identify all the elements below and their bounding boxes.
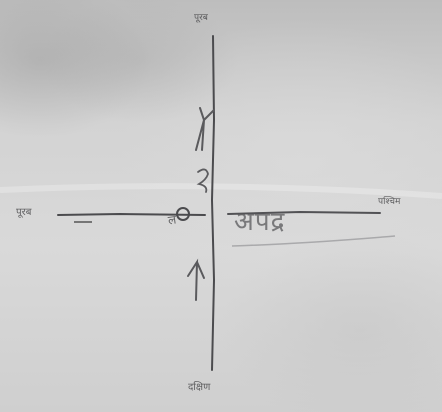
east-label: पश्चिम bbox=[378, 197, 401, 207]
scribble-mark bbox=[196, 168, 209, 193]
word-underline bbox=[231, 235, 396, 247]
south-arrow bbox=[187, 258, 205, 301]
north-label: पूरब bbox=[194, 13, 208, 23]
origin-circle bbox=[176, 207, 190, 221]
west-axis-segment bbox=[57, 212, 206, 216]
north-arrow bbox=[195, 107, 215, 151]
south-label: दक्षिण bbox=[188, 382, 211, 393]
north-south-axis bbox=[210, 35, 216, 371]
west-label: पूरब bbox=[16, 207, 32, 218]
east-axis-segment bbox=[227, 210, 381, 215]
paper-fold bbox=[0, 183, 442, 199]
origin-label: ल bbox=[167, 212, 178, 228]
handwritten-word: अपद्र bbox=[234, 207, 286, 237]
